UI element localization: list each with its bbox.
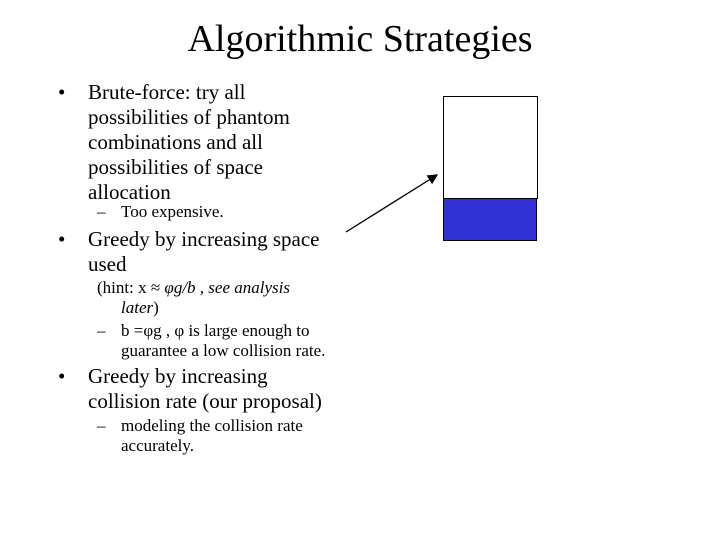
space-box-empty <box>443 96 538 199</box>
bullet-line: used <box>88 252 127 276</box>
sub-line: modeling the collision rate <box>121 416 303 435</box>
bullet-line: possibilities of space <box>88 155 263 179</box>
sub-dash: – <box>97 202 106 221</box>
bullet-dot: • <box>58 80 66 104</box>
bullet-line: possibilities of phantom <box>88 105 290 129</box>
hint-note: (hint: x ≈ φg/b , see analysis later) <box>97 278 290 318</box>
space-box-filled <box>443 198 537 241</box>
sub-line: b =φg , φ is large enough to <box>121 321 310 340</box>
sub-text: Too expensive. <box>121 202 224 221</box>
sub-line: guarantee a low collision rate. <box>121 341 326 360</box>
bullet-dot: • <box>58 227 66 251</box>
bullet-line: Greedy by increasing <box>88 364 268 388</box>
bullet-line: allocation <box>88 180 171 204</box>
hint-later: later <box>121 298 154 317</box>
sub-dash: – <box>97 416 106 435</box>
bullet-line: Greedy by increasing space <box>88 227 320 251</box>
sub-line: accurately. <box>121 436 194 455</box>
hint-line-1: (hint: x ≈ φg/b , see analysis <box>97 278 290 298</box>
bullet-dot: • <box>58 364 66 388</box>
slide-title: Algorithmic Strategies <box>187 18 533 60</box>
sub-text: b =φg , φ is large enough to guarantee a… <box>121 321 325 361</box>
sub-dash: – <box>97 321 106 340</box>
hint-formula: φg/b , see analysis <box>164 278 290 297</box>
bullet-line: collision rate (our proposal) <box>88 389 322 413</box>
sub-text: modeling the collision rate accurately. <box>121 416 303 456</box>
bullet-line: combinations and all <box>88 130 263 154</box>
bullet-text: Brute-force: try all possibilities of ph… <box>88 80 290 205</box>
hint-prefix: (hint: x ≈ <box>97 278 165 297</box>
hint-close: ) <box>153 298 159 317</box>
bullet-line: Brute-force: try all <box>88 80 246 104</box>
hint-line-2: later) <box>97 298 290 318</box>
bullet-text: Greedy by increasing collision rate (our… <box>88 364 322 414</box>
bullet-text: Greedy by increasing space used <box>88 227 319 277</box>
